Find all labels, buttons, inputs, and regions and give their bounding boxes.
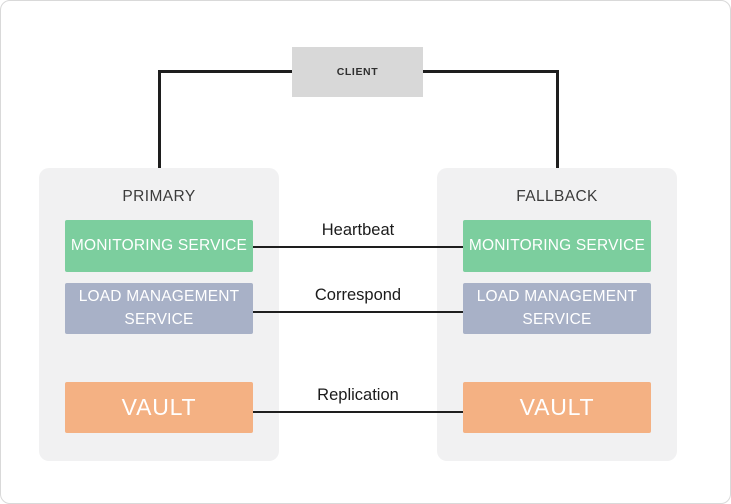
link-replication-line (253, 410, 463, 413)
client-label: CLIENT (336, 66, 379, 78)
link-correspond-line (253, 310, 463, 313)
group-title-fallback: FALLBACK (516, 188, 598, 205)
link-heartbeat-line (253, 245, 463, 248)
node-label: LOAD MANAGEMENT SERVICE (78, 288, 240, 328)
link-replication-label: Replication (317, 386, 399, 404)
node-label: LOAD MANAGEMENT SERVICE (476, 288, 638, 328)
link-heartbeat-label: Heartbeat (321, 221, 395, 239)
node-label: MONITORING SERVICE (468, 237, 646, 254)
node-label: VAULT (519, 394, 595, 420)
group-title-primary: PRIMARY (122, 188, 196, 205)
connector-client-fallback-horizontal (421, 70, 559, 73)
node-fallback-vault: VAULT (463, 382, 651, 433)
node-primary-vault: VAULT (65, 382, 253, 433)
node-fallback-load-management-service: LOAD MANAGEMENT SERVICE (463, 283, 651, 334)
node-primary-load-management-service: LOAD MANAGEMENT SERVICE (65, 283, 253, 334)
client-node: CLIENT (292, 47, 423, 97)
connector-client-primary-vertical (158, 70, 161, 168)
connector-client-fallback-vertical (556, 70, 559, 168)
connector-client-primary-horizontal (158, 70, 294, 73)
link-correspond-label: Correspond (314, 286, 402, 304)
node-label: VAULT (121, 394, 197, 420)
node-label: MONITORING SERVICE (70, 237, 248, 254)
node-fallback-monitoring-service: MONITORING SERVICE (463, 220, 651, 272)
node-primary-monitoring-service: MONITORING SERVICE (65, 220, 253, 272)
